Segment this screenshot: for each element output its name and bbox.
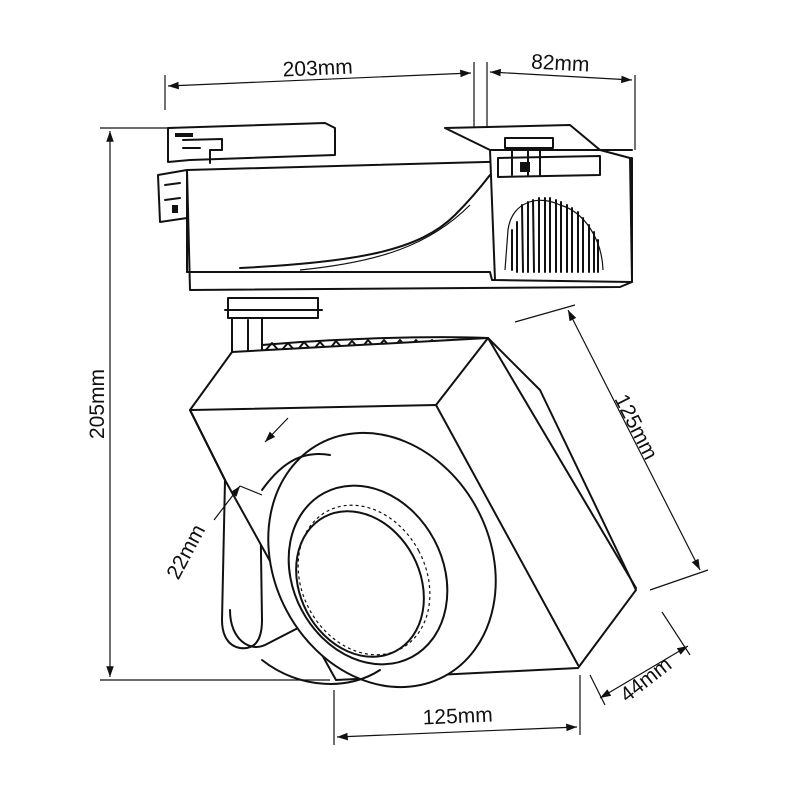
dim-total-height-label: 205mm: [86, 369, 109, 439]
dim-top-width-label: 203mm: [282, 55, 353, 81]
dim-head-depth-label: 82mm: [531, 50, 590, 76]
dim-bottom-width-label: 125mm: [422, 703, 493, 729]
lamp-head: [189, 337, 637, 689]
dim-bottom-width: 125mm: [333, 675, 581, 745]
dim-side-length-label: 125mm: [610, 391, 662, 464]
dim-head-depth: 82mm: [486, 50, 636, 150]
track-adapter: [157, 122, 633, 291]
dim-ring-depth-label: 22mm: [162, 521, 210, 583]
dim-top-width: 203mm: [164, 55, 475, 128]
dim-total-height: 205mm: [86, 127, 330, 681]
dim-front-depth-label: 44mm: [616, 653, 676, 707]
